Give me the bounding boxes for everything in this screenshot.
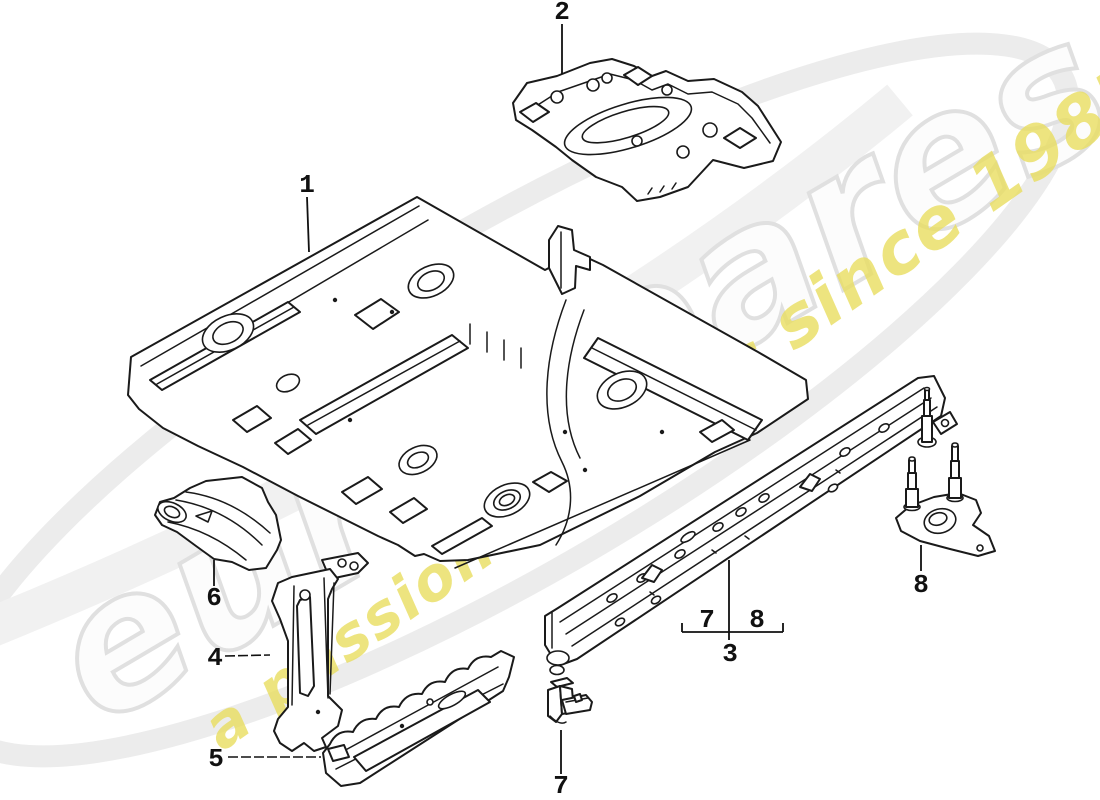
callout-7-label: 7 xyxy=(553,771,569,800)
part-6-bracket xyxy=(154,476,282,571)
callout-4-label: 4 xyxy=(207,643,223,673)
callout-6-label: 6 xyxy=(206,583,222,613)
callout-7: 7 xyxy=(553,730,569,800)
callout-5-label: 5 xyxy=(208,744,224,774)
callout-5: 5 xyxy=(208,744,321,774)
callout-3-sub-8-label: 8 xyxy=(749,605,765,635)
part-3-sill-rail xyxy=(544,375,958,676)
part-8-stud-plate xyxy=(895,442,996,557)
callout-1-label: 1 xyxy=(299,170,315,200)
part-2-rear-floor-section xyxy=(512,58,782,202)
callout-4: 4 xyxy=(207,643,271,673)
callout-8: 8 xyxy=(913,545,929,600)
callout-3-group: 7 8 3 xyxy=(681,560,784,669)
callout-3-sub-7-label: 7 xyxy=(699,605,715,635)
part-4-support xyxy=(271,552,369,752)
callout-8-label: 8 xyxy=(913,570,929,600)
part-7-clip xyxy=(547,677,593,724)
part-1-floor-pan xyxy=(127,196,809,569)
callouts: 1 2 7 8 3 4 5 6 7 8 xyxy=(206,0,929,800)
callout-1: 1 xyxy=(299,170,315,253)
callout-2: 2 xyxy=(554,0,570,74)
callout-2-label: 2 xyxy=(554,0,570,27)
part-5-seat-rail-support xyxy=(322,650,515,787)
callout-3-label: 3 xyxy=(722,639,738,669)
callout-6: 6 xyxy=(206,560,222,613)
